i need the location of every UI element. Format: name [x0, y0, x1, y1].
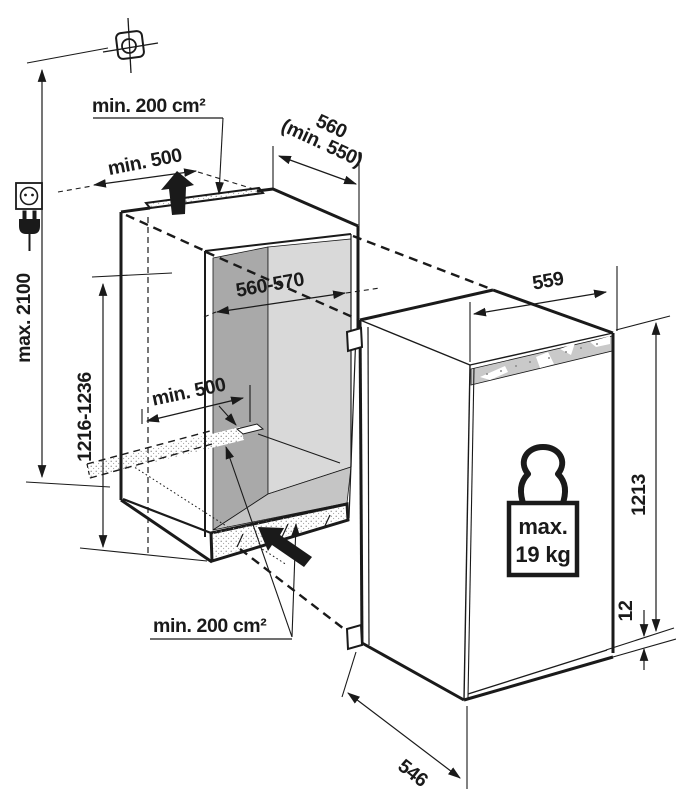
- appliance-depth-label: 546: [394, 755, 433, 792]
- airflow-intake-arrow: [258, 527, 312, 567]
- floor-vent-slot: [235, 423, 265, 435]
- appliance-width-label: 559: [531, 267, 566, 294]
- top-vent-label: min. 200 cm²: [92, 95, 206, 117]
- dim-wall-height: max. 2100: [13, 47, 111, 488]
- power-socket-icon: [15, 182, 43, 210]
- appliance-left-face: [360, 320, 470, 700]
- callout-bottom-vent: min. 200 cm²: [150, 445, 300, 640]
- appliance-height-label: 1213: [628, 474, 650, 516]
- power-plug-icon: [19, 210, 40, 251]
- dim-appliance-width: 559: [469, 266, 618, 362]
- vent-grille: [470, 335, 613, 386]
- max-door-weight-icon: max. 19 kg: [506, 444, 580, 578]
- door-hinge-bottom: [345, 623, 364, 651]
- niche-outer-edges: [119, 187, 360, 564]
- airflow-up-arrow: [161, 171, 194, 215]
- appliance-top-face: [360, 290, 613, 365]
- weight-prefix-label: max.: [518, 514, 567, 539]
- dim-top-clearance: min. 500: [57, 144, 258, 193]
- weight-value-label: 19 kg: [515, 542, 570, 567]
- callout-top-vent: min. 200 cm²: [92, 95, 224, 196]
- door-hinge-top: [345, 326, 364, 353]
- niche-height-label: 1216-1236: [74, 372, 96, 462]
- dim-plinth-gap: 12: [612, 600, 676, 670]
- wall-fixing-point-icon: [102, 17, 159, 74]
- wall-height-label: max. 2100: [13, 273, 35, 363]
- floor-vent-slot-line: [257, 433, 341, 464]
- plinth-gap-label: 12: [615, 600, 637, 621]
- dim-niche-height: 1216-1236: [74, 272, 208, 562]
- appliance: max. 19 kg: [345, 288, 615, 702]
- bottom-vent-label: min. 200 cm²: [153, 615, 267, 637]
- dim-appliance-height: 1213: [605, 315, 675, 651]
